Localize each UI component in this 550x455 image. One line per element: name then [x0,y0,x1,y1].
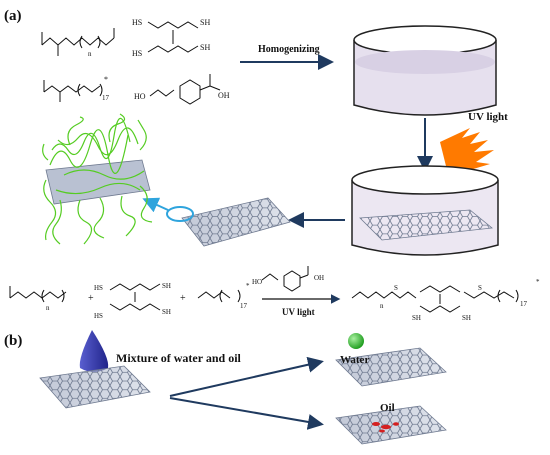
rx-sh-1: SH [162,282,171,290]
rx-17-1: 17 [240,302,248,310]
arrow-to-water [169,356,324,397]
homogenizing-label: Homogenizing [258,44,320,55]
rx-oh: OH [314,274,324,282]
panel-label-b: (b) [4,333,22,349]
graphene-sheet-middle [181,197,291,247]
container-top [353,25,497,116]
oil-label: Oil [380,402,395,414]
rx-sh-3: SH [412,314,421,322]
arrow-to-oil [169,397,324,430]
uv-light-reaction-label: UV light [282,307,315,317]
pi-ho: HO [134,92,146,101]
reaction-scheme [9,266,519,313]
sma-star: * [104,75,108,84]
structure-thiol [147,21,199,53]
rx-hs-1: HS [94,284,103,292]
repeat-n: n [88,50,92,58]
rx-hs-2: HS [94,312,103,320]
rx-s-2: S [478,284,482,292]
water-droplet [348,333,364,349]
structure-photoinitiator [149,74,221,105]
thiol-hs-1: HS [132,18,142,27]
structure-pegda [41,28,115,56]
rx-plus-2: + [180,293,186,304]
uv-light-label: UV light [468,111,508,123]
structure-sma [43,80,103,102]
thiol-sh-1: SH [200,18,210,27]
water-label: Water [340,354,369,366]
panel-label-a: (a) [4,8,22,24]
rx-s-1: S [394,284,398,292]
graphene-sheet-left [39,365,151,409]
pi-oh: OH [218,91,230,100]
rx-n-2: n [380,302,384,310]
rx-plus-1: + [88,293,94,304]
graphene-sheet-oil [335,405,447,445]
rx-star-2: * [536,278,540,286]
rx-17-2: 17 [520,300,528,308]
thiol-hs-2: HS [132,49,142,58]
rx-sh-4: SH [462,314,471,322]
sma-17: 17 [102,94,110,102]
rx-star-1: * [246,282,250,290]
fiber-network [42,113,153,245]
rx-n-1: n [46,304,50,312]
container-bottom [351,165,499,256]
graphene-sheet-water [335,347,447,387]
mixture-label: Mixture of water and oil [116,351,242,365]
zoom-arrow [142,197,169,213]
highlight-circle [166,206,194,222]
rx-ho: HO [252,278,262,286]
thiol-sh-2: SH [200,43,210,52]
rx-sh-2: SH [162,308,171,316]
mixture-droplet-icon [79,330,109,372]
